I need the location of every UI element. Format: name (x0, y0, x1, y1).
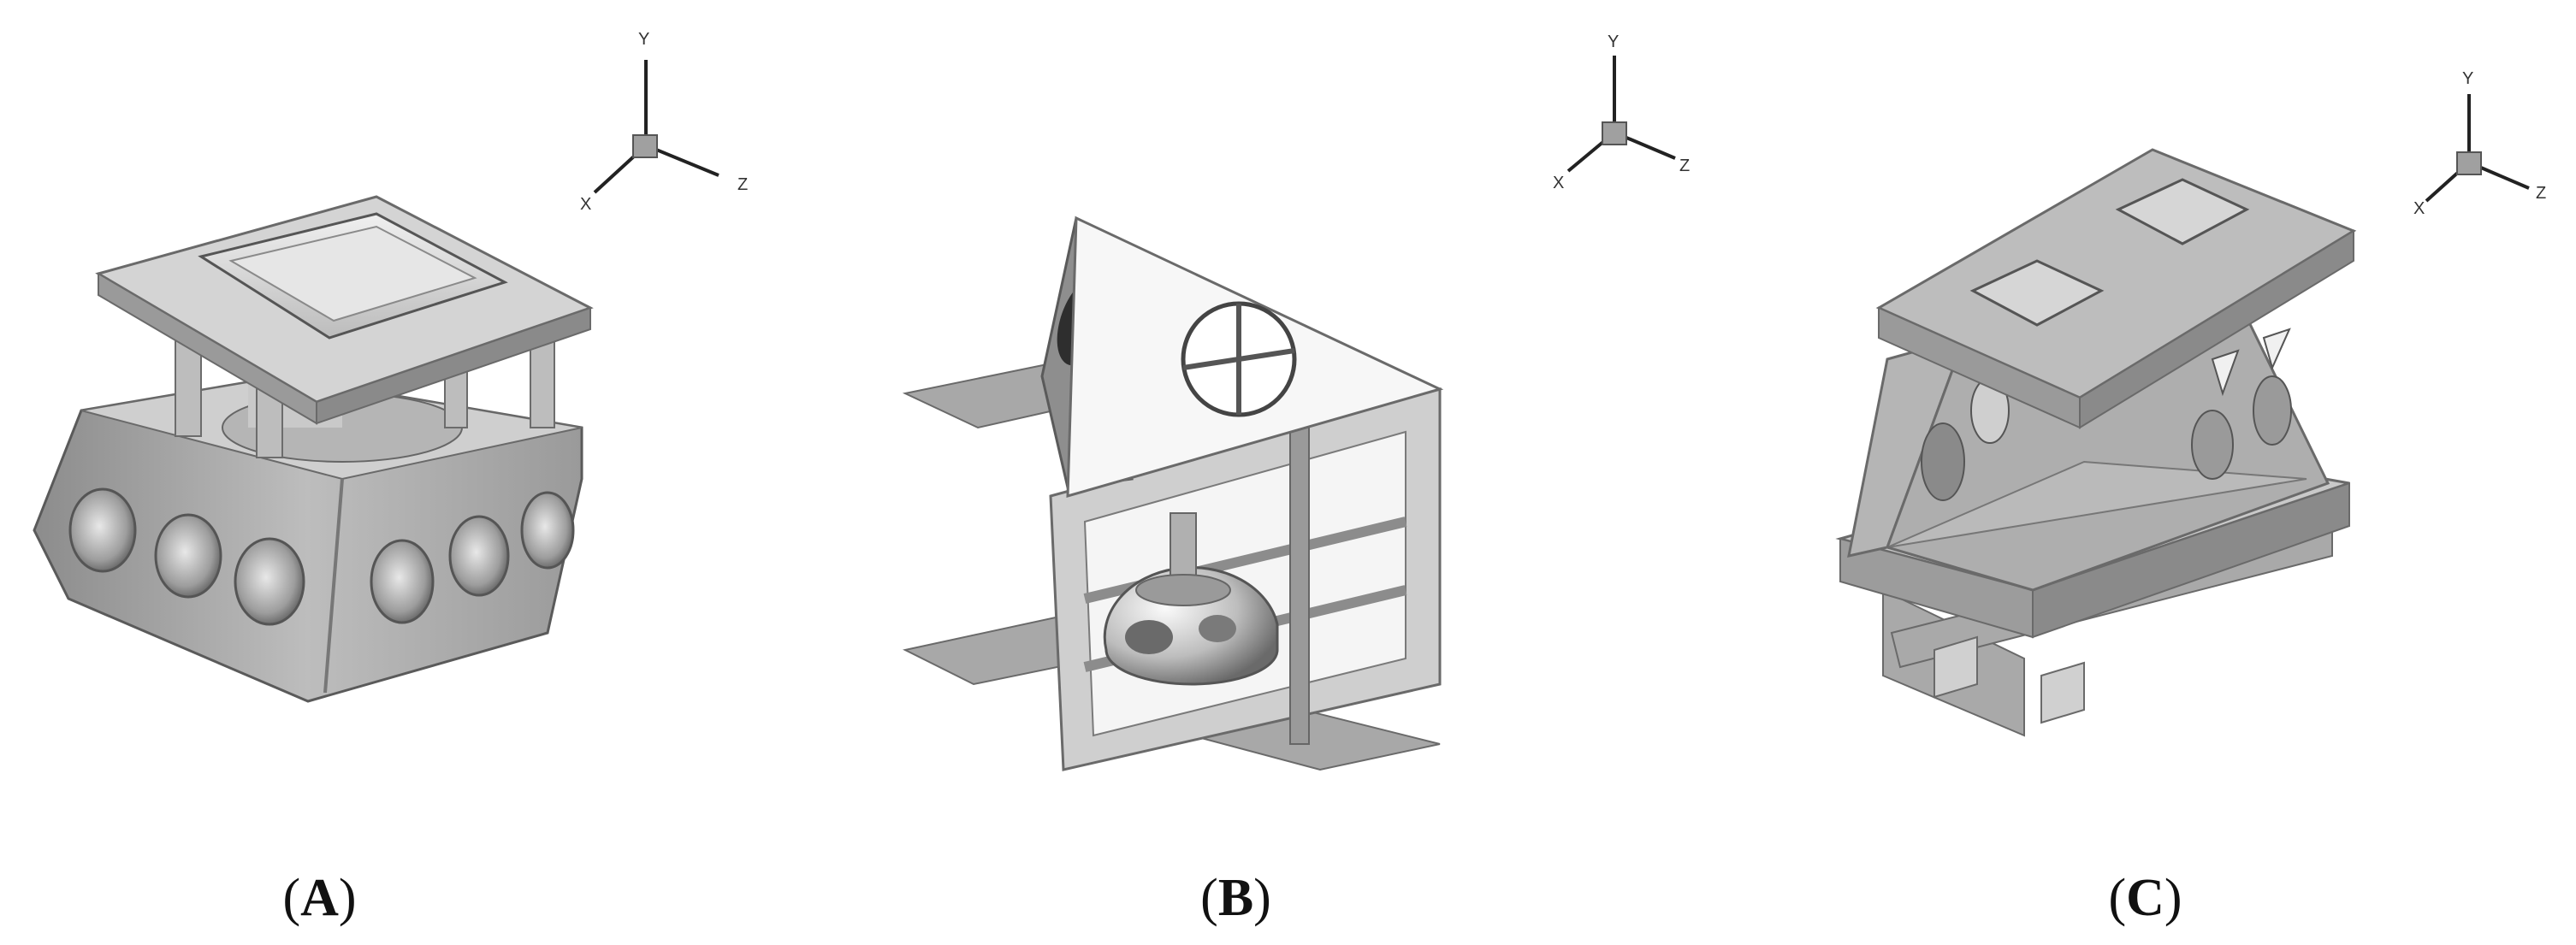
axis-z-label: Z (737, 175, 748, 194)
axis-triad (1566, 56, 1676, 173)
panel-a: Y X Z (A) (0, 0, 858, 945)
panel-c: Y X Z (C) (1716, 0, 2574, 945)
top-plate (1875, 148, 2357, 429)
model-a-figure: Y X Z (33, 30, 748, 703)
axis-triad (593, 60, 720, 194)
axis-z-label: Z (1679, 157, 1690, 175)
axis-z-label: Z (2536, 184, 2546, 203)
model-c-figure: Y X Z (1835, 69, 2546, 737)
axis-x-label: X (580, 195, 591, 214)
dome (1103, 512, 1279, 686)
model-b-figure: Y X Z (902, 32, 1690, 771)
triangular-roof (1040, 216, 1444, 499)
top-plate (95, 195, 594, 425)
caption-c: (C) (2108, 869, 2182, 927)
axis-y-label: Y (638, 30, 649, 49)
axis-x-label: X (1553, 174, 1564, 192)
axis-triad (2425, 94, 2530, 203)
base-block (33, 375, 583, 703)
axis-x-label: X (2413, 199, 2425, 218)
axis-y-label: Y (1608, 32, 1619, 51)
caption-a: (A) (282, 869, 357, 927)
panel-b: Y X Z (B) (858, 0, 1716, 945)
axis-y-label: Y (2462, 69, 2473, 88)
caption-b: (B) (1200, 869, 1271, 927)
